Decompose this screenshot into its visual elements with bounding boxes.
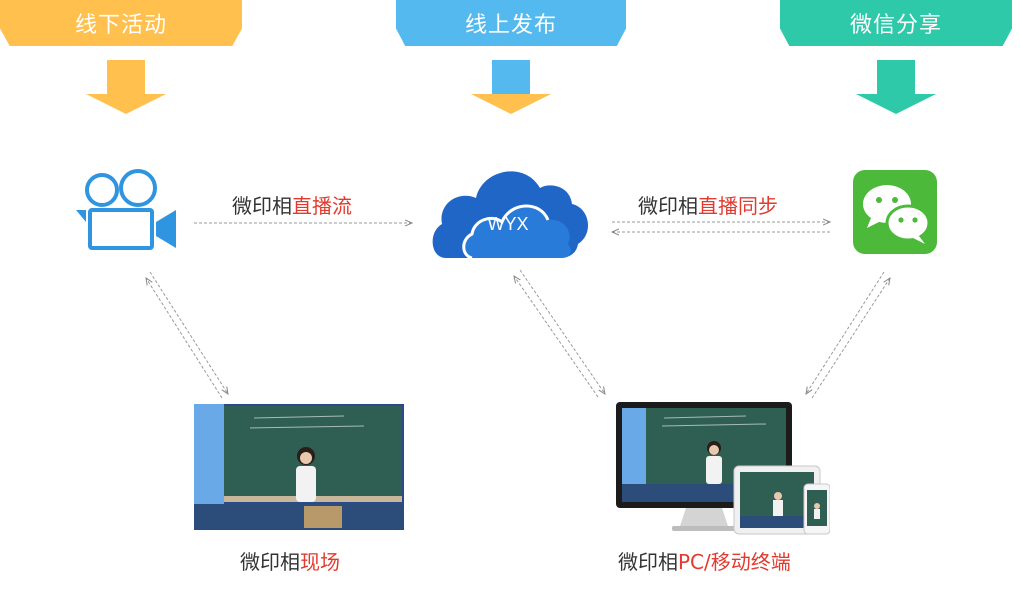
label-onsite-prefix: 微印相 bbox=[240, 550, 300, 574]
label-live-sync-highlight: 直播同步 bbox=[698, 194, 778, 218]
camera-icon bbox=[76, 169, 176, 250]
wechat-icon bbox=[853, 170, 937, 254]
label-onsite: 微印相现场 bbox=[240, 546, 340, 575]
label-live-sync-prefix: 微印相 bbox=[638, 194, 698, 218]
label-devices: 微印相PC/移动终端 bbox=[618, 546, 791, 575]
label-live-stream: 微印相直播流 bbox=[232, 190, 352, 219]
label-live-stream-highlight: 直播流 bbox=[292, 194, 352, 218]
down-arrow-offline-icon bbox=[86, 60, 166, 114]
label-live-sync: 微印相直播同步 bbox=[638, 190, 778, 219]
label-devices-prefix: 微印相 bbox=[618, 550, 678, 574]
devices-illustration bbox=[616, 402, 830, 535]
label-live-stream-prefix: 微印相 bbox=[232, 194, 292, 218]
down-arrow-online-icon bbox=[471, 60, 551, 114]
cloud-label: WYX bbox=[487, 214, 528, 234]
banner-wechat-share: 微信分享 bbox=[780, 0, 1012, 46]
down-arrow-wechat-icon bbox=[856, 60, 936, 114]
label-onsite-highlight: 现场 bbox=[300, 550, 340, 574]
banner-online-publish: 线上发布 bbox=[396, 0, 626, 46]
cloud-icon: WYX bbox=[432, 171, 589, 260]
label-devices-highlight: PC/移动终端 bbox=[678, 550, 791, 574]
banner-offline-activity: 线下活动 bbox=[0, 0, 242, 46]
onsite-classroom-photo bbox=[194, 404, 404, 530]
